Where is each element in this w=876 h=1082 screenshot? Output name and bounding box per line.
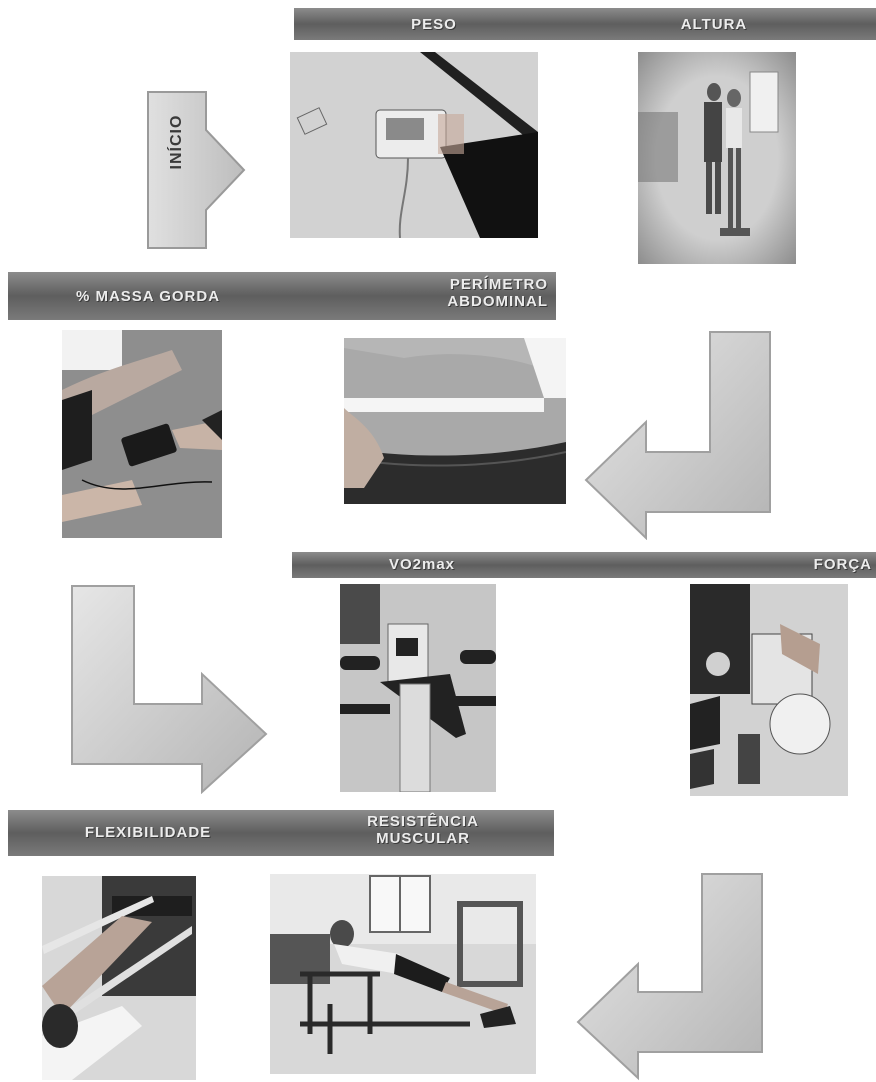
continue-arrow-row3 <box>70 584 270 794</box>
row1-bar: PESO ALTURA <box>294 8 876 40</box>
height-measurement-photo <box>638 52 796 264</box>
row4-bar: FLEXIBILIDADE RESISTÊNCIA MUSCULAR <box>8 810 554 856</box>
return-arrow-row4 <box>576 872 766 1082</box>
weight-scale-photo <box>290 52 538 238</box>
label-altura: ALTURA <box>664 16 764 33</box>
waist-tape-photo <box>344 338 566 504</box>
return-arrow-row2 <box>584 330 774 540</box>
label-flexibilidade: FLEXIBILIDADE <box>58 824 238 841</box>
cycle-ergometer-photo <box>340 584 496 792</box>
start-arrow-right <box>146 90 246 250</box>
start-label: INÍCIO <box>168 112 192 172</box>
push-up-test-photo <box>270 874 536 1074</box>
sit-and-reach-photo <box>42 876 196 1080</box>
row2-bar: % MASSA GORDA PERÍMETRO ABDOMINAL <box>8 272 556 320</box>
label-forca: FORÇA <box>792 556 872 573</box>
label-perimetro-abdominal: PERÍMETRO ABDOMINAL <box>418 276 548 310</box>
label-massa-gorda: % MASSA GORDA <box>48 288 248 305</box>
hand-dynamometer-photo <box>690 584 848 796</box>
label-resistencia-muscular: RESISTÊNCIA MUSCULAR <box>348 813 498 847</box>
label-vo2max: VO2max <box>382 556 462 573</box>
label-peso: PESO <box>394 16 474 33</box>
row3-bar: VO2max FORÇA <box>292 552 876 578</box>
bioimpedance-photo <box>62 330 222 538</box>
